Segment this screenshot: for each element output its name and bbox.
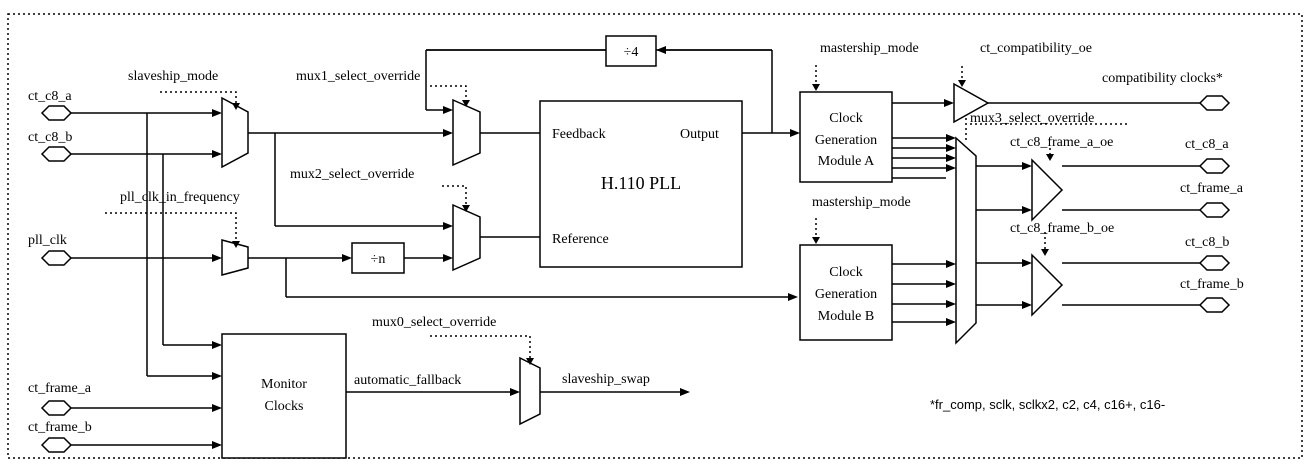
out-ct-c8-b-label: ct_c8_b (1185, 235, 1229, 250)
diagram-border (7, 13, 1303, 459)
input-port-pll-clk: pll_clk (28, 233, 73, 266)
monitor-line-1: Monitor (261, 377, 307, 392)
slaveship-mode-label: slaveship_mode (128, 69, 218, 84)
ct-c8-frame-a-oe-label: ct_c8_frame_a_oe (1010, 135, 1113, 150)
mux-slaveship (221, 96, 249, 169)
cgm-b-line-2: Generation (815, 287, 877, 302)
out-ct-frame-a-label: ct_frame_a (1180, 181, 1244, 196)
compatibility-buffer (953, 82, 990, 124)
mux2 (452, 203, 481, 272)
divide-by-4-block: ÷4 (605, 35, 657, 67)
cgm-a-line-2: Generation (815, 133, 877, 148)
mux3-out-wires (976, 162, 1032, 309)
mux3-select-override-label: mux3_select_override (970, 111, 1094, 126)
mux0 (519, 356, 541, 426)
divide-by-n-block: ÷n (351, 242, 405, 274)
cgm-a-to-mux3-wires (892, 134, 956, 179)
pll-feedback-label: Feedback (552, 127, 606, 142)
output-port-ct-c8-b: ct_c8_b (1185, 235, 1231, 271)
output-port-ct-frame-a: ct_frame_a (1180, 181, 1244, 218)
compatibility-wires (892, 99, 954, 107)
input-port-ct-frame-a: ct_frame_a (28, 381, 92, 416)
ct-c8-b-label: ct_c8_b (28, 130, 72, 145)
mux1-select-override-label: mux1_select_override (296, 69, 420, 84)
ct-c8-a-label: ct_c8_a (28, 89, 72, 104)
pll-output-label: Output (680, 127, 719, 142)
mux3 (955, 136, 977, 345)
h110-pll-block: Feedback Output H.110 PLL Reference (539, 100, 743, 268)
output-port-ct-c8-a: ct_c8_a (1185, 137, 1231, 174)
divide-by-n-label: ÷n (371, 252, 386, 267)
pll-output-wires (656, 46, 800, 137)
cgm-a-line-3: Module A (818, 154, 875, 169)
cgm-a-line-1: Clock (829, 111, 862, 126)
mastership-mode-a-label: mastership_mode (820, 41, 919, 56)
input-port-ct-frame-b: ct_frame_b (28, 420, 92, 453)
mux1 (452, 98, 481, 167)
mux2-select-override-label: mux2_select_override (290, 167, 414, 182)
input-port-ct-c8-a: ct_c8_a (28, 89, 72, 121)
output-port-ct-frame-b: ct_frame_b (1180, 277, 1244, 313)
footnote: *fr_comp, sclk, sclkx2, c2, c4, c16+, c1… (930, 397, 1165, 412)
ct-frame-b-label: ct_frame_b (28, 420, 92, 435)
pll-clk-in-frequency-label: pll_clk_in_frequency (120, 190, 240, 205)
buffer-c8-frame-a (1031, 158, 1064, 222)
ct-c8-frame-b-oe-label: ct_c8_frame_b_oe (1010, 221, 1114, 236)
mux0-select-line (430, 335, 531, 360)
cgm-b-to-mux3-wires (892, 260, 956, 326)
compatibility-clocks-label: compatibility clocks* (1102, 71, 1223, 86)
mastership-mode-b-label: mastership_mode (812, 195, 911, 210)
ct-frame-a-label: ct_frame_a (28, 381, 92, 396)
pll-title: H.110 PLL (601, 173, 681, 193)
mux0-select-override-label: mux0_select_override (372, 315, 496, 330)
input-port-ct-c8-b: ct_c8_b (28, 130, 72, 162)
clock-generation-module-b: Clock Generation Module B (799, 244, 893, 341)
out-ct-c8-a-label: ct_c8_a (1185, 137, 1229, 152)
pll-mux-out-wires (248, 254, 798, 301)
automatic-fallback-label: automatic_fallback (354, 373, 461, 388)
mux1-select-line (430, 85, 467, 102)
divide-by-4-label: ÷4 (624, 45, 639, 60)
mux-pll-clk (221, 239, 249, 276)
cgm-b-line-1: Clock (829, 265, 862, 280)
slaveship-mode-line (160, 91, 237, 105)
monitor-line-2: Clocks (265, 399, 304, 414)
pll-clk-in-frequency-line (105, 212, 237, 244)
cgm-b-line-3: Module B (818, 309, 874, 324)
monitor-clocks-block: Monitor Clocks (221, 333, 347, 459)
output-wires (1062, 165, 1200, 306)
ct-compatibility-oe-label: ct_compatibility_oe (980, 41, 1092, 56)
pll-clk-label: pll_clk (28, 233, 67, 248)
input-wires (71, 109, 222, 449)
clock-generation-module-a: Clock Generation Module A (799, 91, 893, 183)
output-port-compatibility: compatibility clocks* (1102, 71, 1231, 111)
slaveship-swap-label: slaveship_swap (562, 372, 650, 387)
out-ct-frame-b-label: ct_frame_b (1180, 277, 1244, 292)
buffer-c8-frame-b (1031, 253, 1064, 317)
pll-reference-label: Reference (552, 232, 609, 247)
